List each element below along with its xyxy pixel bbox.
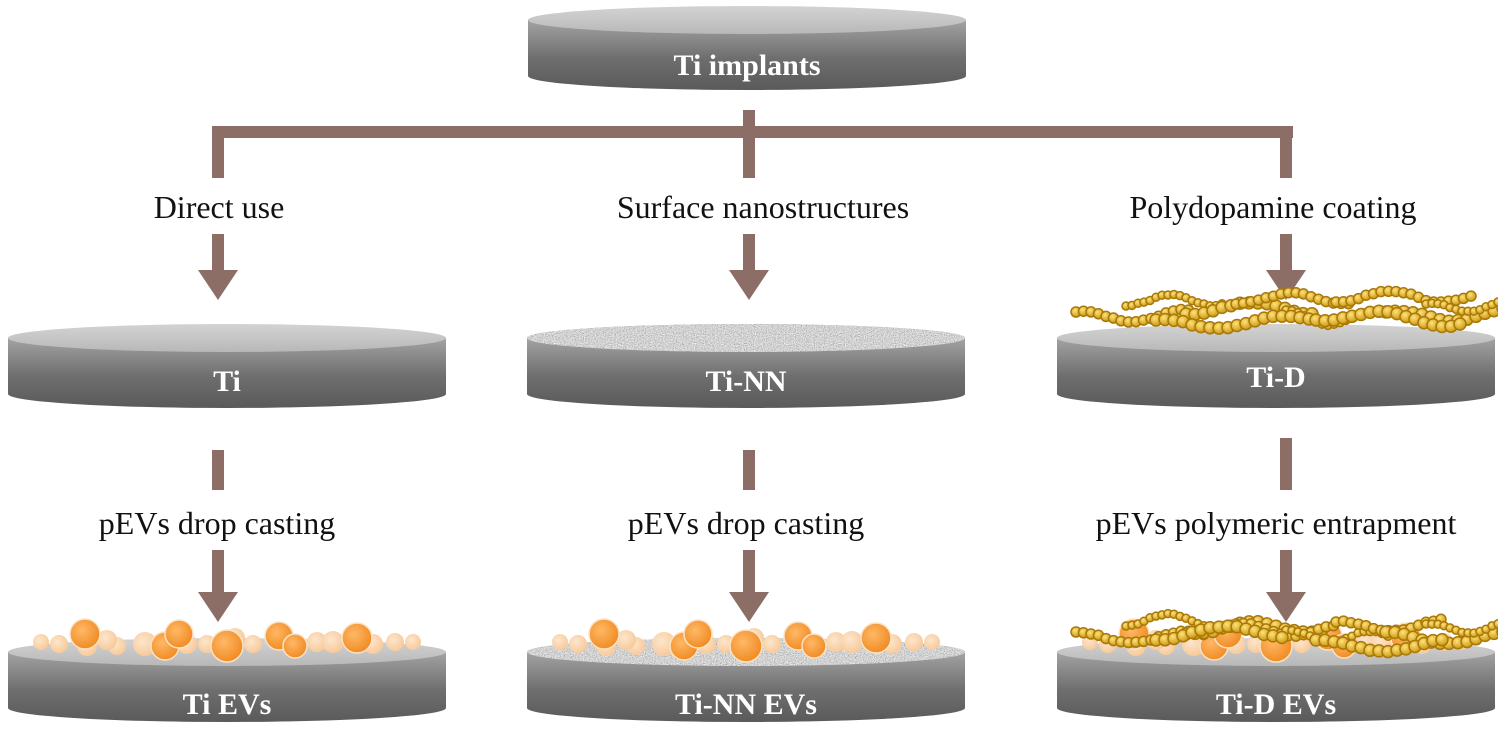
polydopamine-bead <box>1493 297 1498 307</box>
connector-step2-ti-nn <box>729 450 769 622</box>
disk-ti-nn: Ti-NN <box>527 324 965 408</box>
ev-large <box>683 619 713 649</box>
evs-layer <box>552 618 940 663</box>
step1-label-ti-nn: Surface nanostructures <box>617 189 909 225</box>
ev-large <box>729 629 763 663</box>
disk-label-ti-evs: Ti EVs <box>183 688 272 721</box>
ev-small <box>905 633 923 651</box>
disk-ti-evs: Ti EVs <box>8 618 446 722</box>
ev-large <box>860 622 892 654</box>
connector-step2-ti-d <box>1266 438 1306 622</box>
ev-small <box>826 632 846 652</box>
step1-label-ti: Direct use <box>154 189 285 225</box>
polydopamine-bead <box>1493 619 1498 629</box>
ev-small <box>552 634 568 650</box>
polydopamine-bead <box>1435 632 1449 647</box>
arrow-step1-ti-nn <box>729 234 769 300</box>
step2-label-ti-nn: pEVs drop casting <box>628 505 864 541</box>
ev-small <box>386 633 404 651</box>
ev-small <box>841 631 863 653</box>
ev-small <box>924 634 940 650</box>
polydopamine-chains <box>1070 608 1498 659</box>
disk-ti-nn-evs: Ti-NN EVs <box>527 618 965 722</box>
ev-small <box>307 632 327 652</box>
disk-label-ti-nn: Ti-NN <box>705 365 786 398</box>
ev-small <box>244 635 262 653</box>
connector-tree <box>212 110 1293 178</box>
disk-label-ti-nn-evs: Ti-NN EVs <box>675 688 817 721</box>
arrow-step1-ti <box>198 234 238 300</box>
step2-label-ti: pEVs drop casting <box>99 505 335 541</box>
ev-large <box>282 633 308 659</box>
root-disk: Ti implants <box>528 6 966 90</box>
ev-small <box>763 635 781 653</box>
step2-label-ti-d: pEVs polymeric entrapment <box>1096 505 1457 541</box>
disk-ti-d: Ti-D <box>1057 285 1498 408</box>
disk-ti-d-evs: Ti-D EVs <box>1057 608 1498 722</box>
ev-small <box>97 630 117 650</box>
ev-large <box>210 629 244 663</box>
ev-large <box>801 633 827 659</box>
ev-small <box>322 631 344 653</box>
nanostructure-texture <box>527 324 965 352</box>
disk-ti: Ti <box>8 324 446 408</box>
ev-small <box>33 634 49 650</box>
root-label: Ti implants <box>674 49 821 82</box>
polydopamine-bead <box>1453 317 1467 331</box>
ev-small <box>405 634 421 650</box>
connector-step2-ti <box>198 450 238 622</box>
ev-small <box>50 635 68 653</box>
ev-large <box>69 618 101 650</box>
step1-label-ti-d: Polydopamine coating <box>1129 189 1416 225</box>
disk-label-ti-d: Ti-D <box>1246 361 1305 394</box>
ev-large <box>588 618 620 650</box>
evs-layer <box>33 618 421 663</box>
ev-small <box>616 630 636 650</box>
disk-label-ti-d-evs: Ti-D EVs <box>1216 688 1336 721</box>
arrow-step1-ti-d <box>1266 234 1306 300</box>
disk-label-ti: Ti <box>213 365 241 398</box>
ev-small <box>569 635 587 653</box>
polydopamine-bead <box>1275 630 1289 645</box>
polydopamine-chains <box>1070 285 1498 335</box>
ev-large <box>164 619 194 649</box>
polydopamine-bead <box>1465 290 1477 302</box>
ev-large <box>341 622 373 654</box>
